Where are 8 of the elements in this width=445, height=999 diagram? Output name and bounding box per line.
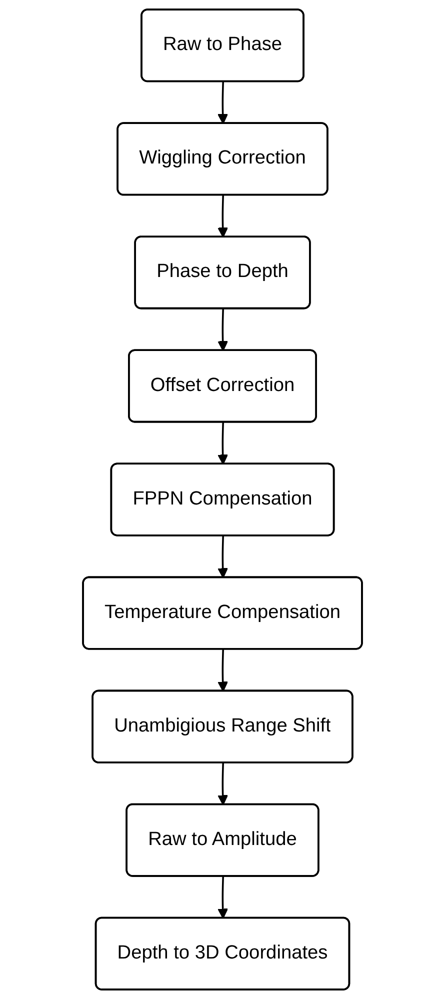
arrow	[218, 876, 228, 919]
arrow	[218, 422, 228, 465]
arrow	[218, 649, 228, 692]
arrow	[218, 536, 228, 578]
arrow	[218, 195, 228, 238]
arrow	[218, 82, 228, 124]
arrow	[218, 762, 228, 806]
arrow	[218, 308, 228, 352]
